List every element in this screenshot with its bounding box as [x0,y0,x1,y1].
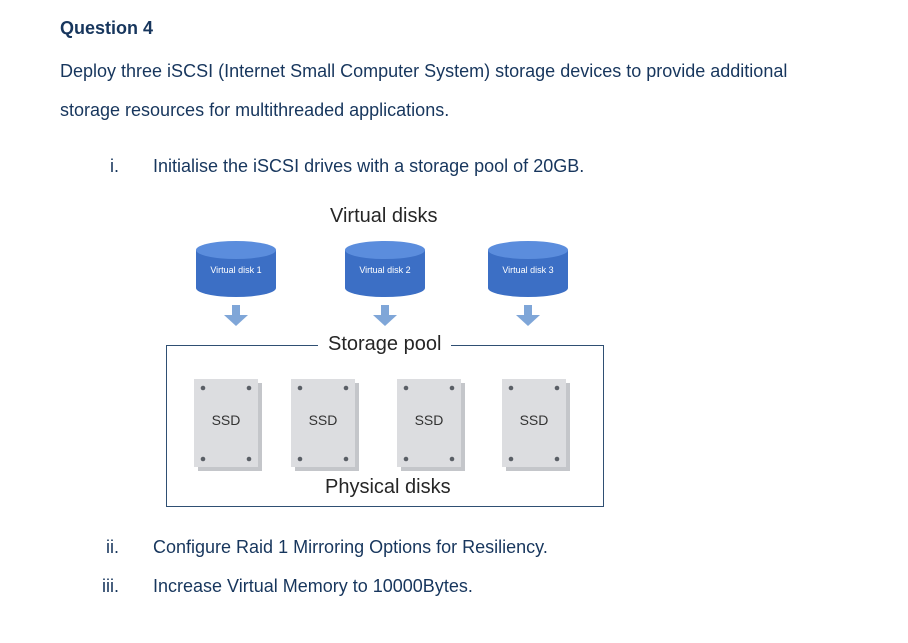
item-1-number: i. [110,156,119,176]
intro-line-2: storage resources for multithreaded appl… [60,100,450,120]
virtual-disk-1-label: Virtual disk 1 [210,265,262,275]
ssd-3: SSD [397,379,465,471]
question-intro: Deploy three iSCSI (Internet Small Compu… [60,52,890,130]
virtual-disk-3-label: Virtual disk 3 [502,265,554,275]
storage-pool-label: Storage pool [318,333,452,356]
ssd-4-label: SSD [519,412,549,428]
ssd-drive-icon [291,379,359,471]
virtual-disk-2: Virtual disk 2 [345,240,425,330]
physical-disks-label: Physical disks [325,476,451,498]
item-3-number: iii. [102,576,119,596]
item-1-text: Initialise the iSCSI drives with a stora… [153,156,585,176]
ssd-4: SSD [502,379,570,471]
ssd-drive-icon [502,379,570,471]
ssd-drive-icon [194,379,262,471]
item-2-text: Configure Raid 1 Mirroring Options for R… [153,537,548,557]
virtual-disk-1: Virtual disk 1 [196,240,276,330]
database-icon [196,241,276,326]
intro-line-1: Deploy three iSCSI (Internet Small Compu… [60,61,788,81]
virtual-disk-3: Virtual disk 3 [488,240,568,330]
database-icon [488,241,568,326]
question-title: Question 4 [60,18,154,38]
ssd-drive-icon [397,379,465,471]
ssd-1-label: SSD [211,412,241,428]
ssd-1: SSD [194,379,262,471]
ssd-3-label: SSD [414,412,444,428]
virtual-disks-heading: Virtual disks [330,205,438,227]
item-3-text: Increase Virtual Memory to 10000Bytes. [153,576,473,596]
ssd-2: SSD [291,379,359,471]
virtual-disk-2-label: Virtual disk 2 [359,265,411,275]
item-2-number: ii. [106,537,119,557]
database-icon [345,241,425,326]
ssd-2-label: SSD [308,412,338,428]
